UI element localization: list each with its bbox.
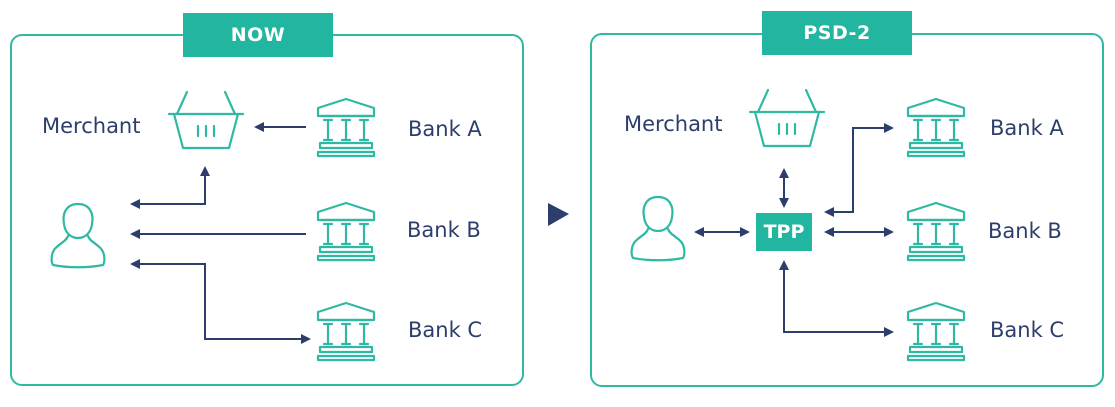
psd2-user-icon [630,195,686,262]
now-user-icon [50,202,106,269]
psd2-arrow-tpp-bank-c [779,260,894,337]
psd2-arrow-tpp-bank-b [824,227,894,237]
now-merchant-label: Merchant [42,114,141,138]
now-title-badge: NOW [183,13,333,57]
psd2-bank-b-label: Bank B [988,219,1062,243]
psd2-merchant-label: Merchant [624,112,723,136]
psd2-bank-b-icon [906,201,966,262]
psd2-arrow-user-tpp [694,227,750,237]
psd2-bank-c-icon [906,301,966,362]
now-bank-a-label: Bank A [408,117,482,141]
now-merchant-basket-icon [167,90,245,150]
now-arrow-merchant-to-user [130,166,210,209]
now-bank-b-icon [316,201,376,262]
now-arrow-bank-a-to-merchant [254,122,306,132]
tpp-box: TPP [756,213,812,251]
now-bank-a-icon [316,97,376,158]
psd2-bank-a-icon [906,97,966,158]
now-bank-b-label: Bank B [407,218,481,242]
psd2-title-badge: PSD-2 [762,11,912,55]
now-bank-c-icon [316,301,376,362]
psd2-bank-a-label: Bank A [990,116,1064,140]
transition-arrow-icon [548,203,569,226]
psd2-bank-c-label: Bank C [990,318,1065,342]
now-bank-c-label: Bank C [408,318,483,342]
psd2-arrow-tpp-bank-a [824,123,894,217]
now-arrow-bank-b-to-user [130,229,306,239]
now-arrow-user-bank-c [130,259,311,344]
psd2-merchant-basket-icon [748,88,826,148]
psd2-arrow-merchant-tpp [779,168,789,208]
